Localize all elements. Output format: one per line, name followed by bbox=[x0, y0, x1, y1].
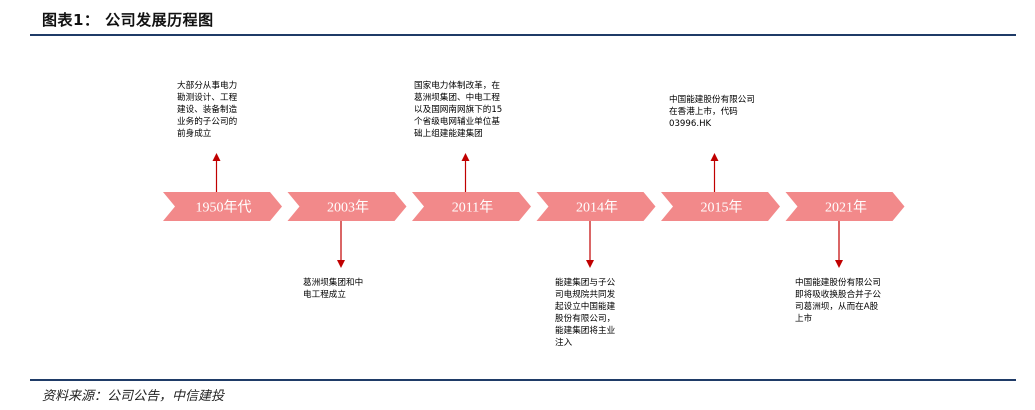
year-label: 2015年 bbox=[701, 200, 743, 216]
year-label: 1950年代 bbox=[196, 200, 252, 216]
year-label: 2011年 bbox=[452, 200, 493, 216]
milestone-note-2014: 能建集团与子公 司电规院共同发 起设立中国能建 股份有限公司， 能建集团将主业 … bbox=[555, 278, 616, 348]
year-chevron bbox=[412, 192, 531, 221]
milestone-note-2015: 中国能建股份有限公司 在香港上市，代码 03996.HK bbox=[669, 95, 755, 129]
title-rule bbox=[30, 34, 1016, 36]
year-chevron bbox=[287, 192, 407, 221]
year-label: 2014年 bbox=[576, 200, 618, 216]
milestone-note-1950s: 大部分从事电力 勘测设计、工程 建设、装备制造 业务的子公司的 前身成立 bbox=[177, 81, 238, 139]
source-note: 资料来源：公司公告，中信建投 bbox=[42, 389, 225, 404]
source-rule bbox=[30, 379, 1016, 381]
year-chevron bbox=[163, 192, 282, 221]
year-chevron bbox=[785, 192, 905, 221]
milestone-note-2021: 中国能建股份有限公司 即将吸收换股合并子公 司葛洲坝，从而在A股 上市 bbox=[795, 278, 881, 324]
milestone-note-2011: 国家电力体制改革，在 葛洲坝集团、中电工程 以及国网南网旗下的15 个省级电网辅… bbox=[414, 81, 503, 139]
figure-title: 图表1： 公司发展历程图 bbox=[42, 11, 214, 29]
milestone-note-2003: 葛洲坝集团和中 电工程成立 bbox=[303, 278, 364, 300]
year-chevron bbox=[661, 192, 780, 221]
year-label: 2021年 bbox=[825, 200, 867, 216]
year-label: 2003年 bbox=[327, 200, 369, 216]
year-chevron bbox=[536, 192, 656, 221]
